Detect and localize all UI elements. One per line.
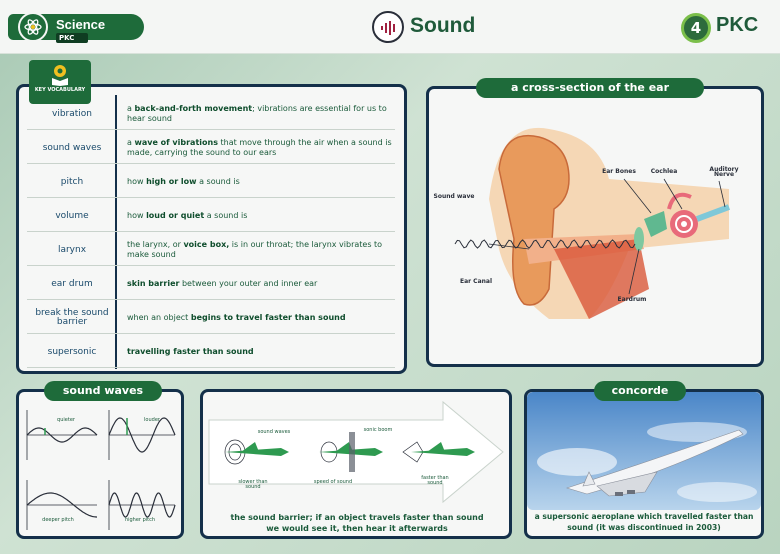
speed-of-sound-label: speed of sound: [313, 479, 353, 485]
faster-than-sound-label: faster than sound: [421, 475, 449, 486]
brand-name: PKC: [716, 14, 759, 36]
atom-icon: [18, 12, 48, 42]
vocab-definition: travelling faster than sound: [127, 337, 397, 367]
sound-barrier-caption: the sound barrier; if an object travels …: [230, 513, 484, 533]
vocab-definition-text: that move through the air when a sound i…: [127, 138, 392, 157]
book-pin-icon: [52, 65, 68, 86]
auditory-nerve-label: Auditory Nerve: [709, 166, 739, 178]
concorde-caption: a supersonic aeroplane which travelled f…: [534, 512, 754, 532]
concorde-panel: a supersonic aeroplane which travelled f…: [524, 389, 764, 539]
vocab-definition-bold: back-and-forth movement: [134, 104, 253, 113]
sound-speaker-icon: [372, 11, 404, 43]
vocab-definition-bold: voice box,: [183, 240, 230, 249]
vocab-definition: a back-and-forth movement; vibrations ar…: [127, 99, 397, 129]
subject-name: Science: [56, 17, 106, 32]
brand-badge: 4: [681, 13, 711, 43]
vocab-definition-text: between your outer and inner ear: [179, 279, 318, 288]
key-vocabulary-label: KEY VOCABULARY: [34, 87, 86, 93]
vocab-term: larynx: [57, 244, 87, 255]
vocab-definition-text: a sound is: [204, 211, 248, 220]
sound-barrier-panel: sound waves slower than sound sonic boom…: [200, 389, 512, 539]
vocab-definition-text: a: [127, 104, 135, 113]
louder-label: louder: [144, 417, 160, 423]
sound-waves-small-label: sound waves: [257, 429, 291, 435]
vocab-definition-text: when an object: [127, 313, 191, 322]
vocab-row: supersonic travelling faster than sound: [27, 337, 395, 368]
vocab-row: pitch how high or low a sound is: [27, 167, 395, 198]
vocab-definition: when an object begins to travel faster t…: [127, 303, 397, 333]
vocab-definition: the larynx, or voice box, is in our thro…: [127, 235, 397, 265]
sonic-boom-label: sonic boom: [363, 427, 393, 433]
concorde-tab: concorde: [594, 381, 686, 401]
vocab-definition-text: a sound is: [196, 177, 240, 186]
vocab-term: pitch: [60, 176, 84, 187]
vocab-term: volume: [55, 210, 89, 221]
vocab-row: volume how loud or quiet a sound is: [27, 201, 395, 232]
quieter-label: quieter: [57, 417, 75, 423]
slower-than-sound-label: slower than sound: [238, 479, 268, 490]
page-title: Sound: [410, 14, 476, 37]
vocab-row: ear drum skin barrier between your outer …: [27, 269, 395, 300]
ear-diagram: [454, 127, 731, 319]
vocab-definition-text: ; vibrations are essential for us to hea…: [127, 104, 387, 123]
ear-cross-section-panel: Sound wave Ear Bones Cochlea Auditory Ne…: [426, 86, 764, 367]
vocab-term: break the sound barrier: [35, 308, 109, 327]
sound-waves-tab: sound waves: [44, 381, 162, 401]
subject-sub-label: PKC: [56, 33, 88, 43]
vocab-row: break the sound barrier when an object be…: [27, 303, 395, 334]
vocab-definition-bold: loud or quiet: [146, 211, 205, 220]
ear-canal-label: Ear Canal: [459, 278, 493, 285]
vocab-row: sound waves a wave of vibrations that mov…: [27, 133, 395, 164]
vocab-definition: how loud or quiet a sound is: [127, 201, 397, 231]
vocab-definition-bold: travelling faster than sound: [127, 347, 254, 356]
vocab-definition-bold: begins to travel faster than sound: [190, 313, 346, 322]
higher-pitch-label: higher pitch: [124, 517, 156, 523]
ear-tab: a cross-section of the ear: [476, 78, 704, 98]
vocab-term: ear drum: [51, 278, 93, 289]
header-bar: Science PKC Sound 4 PKC: [0, 0, 780, 54]
cochlea-label: Cochlea: [650, 168, 678, 175]
vocab-definition-text: is in our throat; the larynx vibrates to…: [127, 240, 383, 259]
vocab-definition: skin barrier between your outer and inne…: [127, 269, 397, 299]
sound-waves-diagram: [26, 410, 176, 530]
concorde-image: [527, 392, 761, 510]
vocab-definition-bold: wave of vibrations: [134, 138, 218, 147]
vocab-definition: a wave of vibrations that move through t…: [127, 133, 397, 163]
sound-waves-panel: quieter louder deeper pitch higher pitch: [16, 389, 184, 539]
vocab-definition-text: how: [127, 177, 147, 186]
vocab-definition-bold: high or low: [146, 177, 197, 186]
vocab-row: larynx the larynx, or voice box, is in ou…: [27, 235, 395, 266]
deeper-pitch-label: deeper pitch: [42, 517, 74, 523]
vocab-definition-text: a: [127, 138, 135, 147]
vocab-definition-bold: skin barrier: [127, 279, 180, 288]
vocab-definition-text: the larynx, or: [127, 240, 184, 249]
vocab-row: vibration a back-and-forth movement; vibr…: [27, 99, 395, 130]
vocab-term: sound waves: [42, 142, 102, 153]
vocabulary-panel: vibration a back-and-forth movement; vibr…: [16, 84, 407, 374]
vocab-definition-text: how: [127, 211, 147, 220]
sound-wave-label: Sound wave: [433, 193, 475, 200]
eardrum-label: Eardrum: [617, 296, 647, 303]
sound-barrier-diagram: [208, 400, 504, 504]
vocab-term: vibration: [52, 108, 92, 119]
vocab-definition: how high or low a sound is: [127, 167, 397, 197]
ear-bones-label: Ear Bones: [602, 168, 636, 175]
key-vocabulary-badge: KEY VOCABULARY: [29, 60, 91, 104]
vocab-term: supersonic: [47, 346, 97, 357]
vocab-divider: [115, 95, 117, 369]
